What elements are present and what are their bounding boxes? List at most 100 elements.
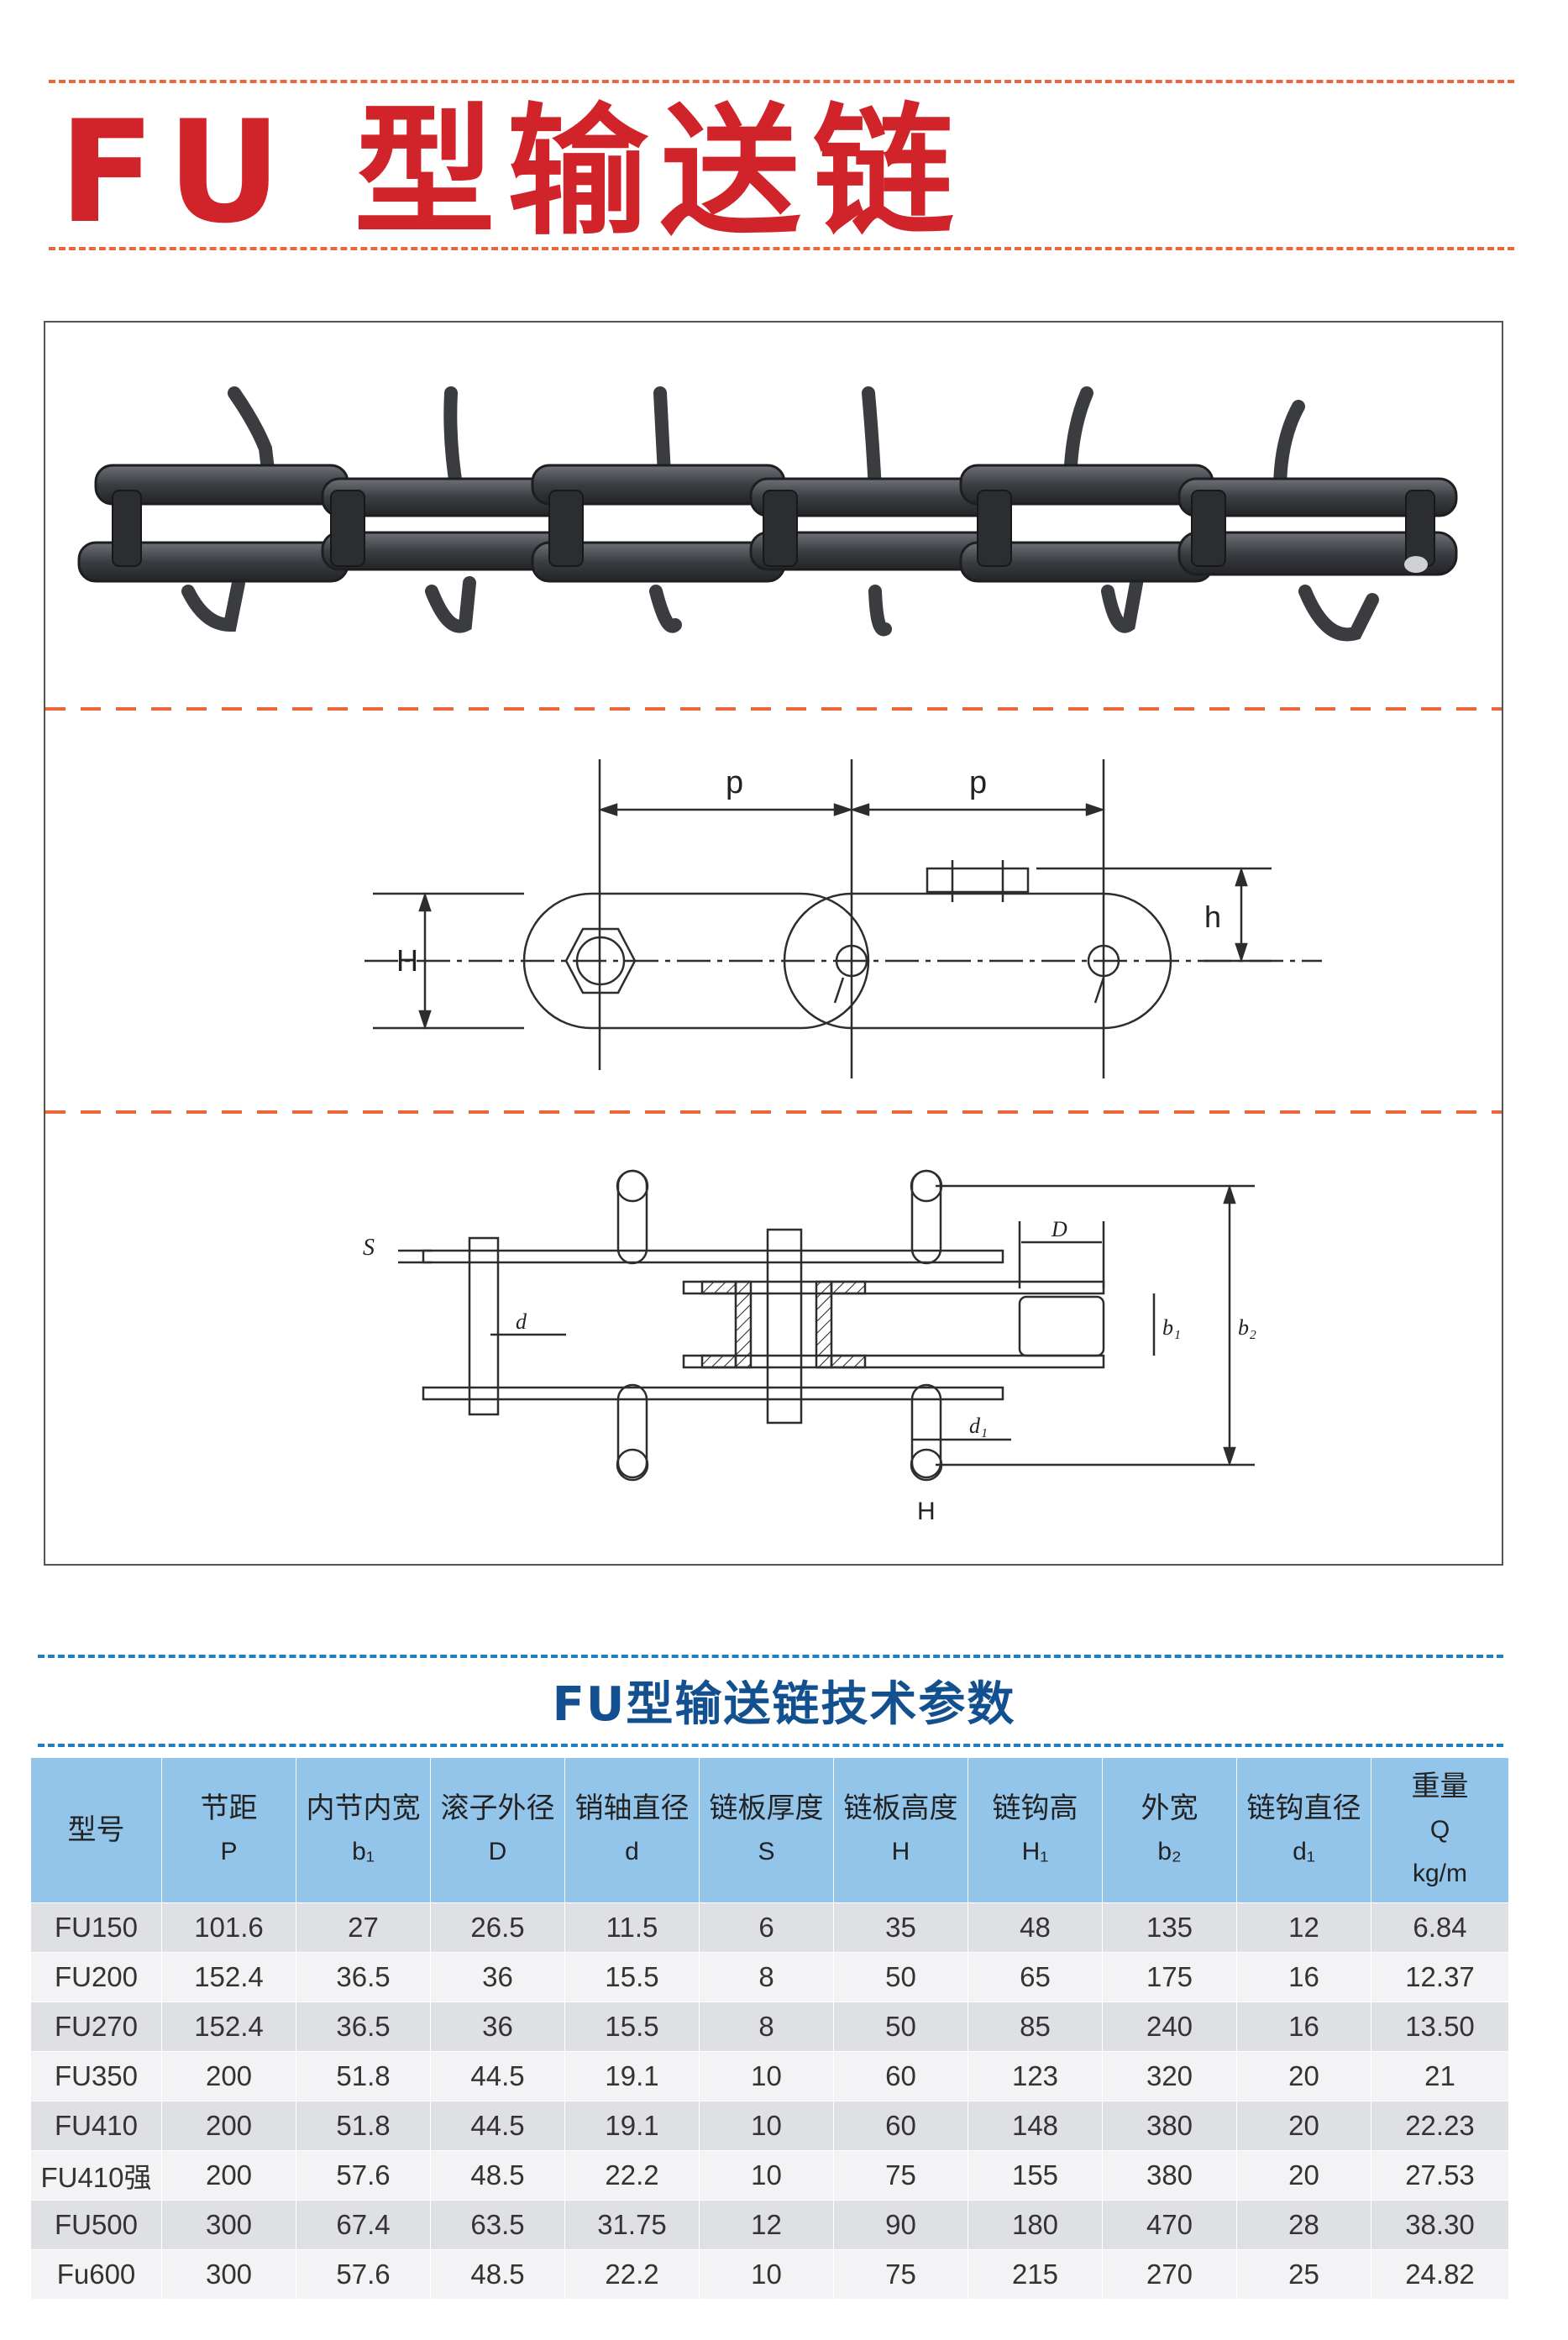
value-cell: 300 [161, 2200, 296, 2250]
label-outer-width-b2: b₂ [1238, 1315, 1256, 1340]
value-cell: 10 [699, 2051, 834, 2101]
value-cell: 16 [1236, 2002, 1371, 2052]
value-cell: 28 [1236, 2200, 1371, 2250]
label-hook-H1: H [917, 1498, 936, 1525]
value-cell: 152.4 [161, 1952, 296, 2002]
value-cell: 13.50 [1371, 2002, 1509, 2052]
value-cell: 60 [833, 2101, 968, 2151]
value-cell: 6.84 [1371, 1902, 1509, 1953]
value-cell: 16 [1236, 1952, 1371, 2002]
value-cell: 215 [968, 2249, 1103, 2300]
value-cell: 51.8 [296, 2051, 431, 2101]
value-cell: 8 [699, 1952, 834, 2002]
model-cell: FU150 [30, 1902, 162, 1953]
label-pitch-1: p [726, 765, 743, 800]
model-cell: FU500 [30, 2200, 162, 2250]
page-title: FU 型输送链 [59, 90, 966, 254]
value-cell: 19.1 [564, 2101, 700, 2151]
column-header: 链板高度 H [833, 1757, 968, 1903]
value-cell: 38.30 [1371, 2200, 1509, 2250]
value-cell: 75 [833, 2150, 968, 2201]
value-cell: 60 [833, 2051, 968, 2101]
value-cell: 6 [699, 1902, 834, 1953]
column-header-name: 链板高度 [843, 1792, 958, 1824]
value-cell: 15.5 [564, 2002, 700, 2052]
column-header-name: 内节内宽 [306, 1792, 421, 1824]
value-cell: 12.37 [1371, 1952, 1509, 2002]
model-cell: FU270 [30, 2002, 162, 2052]
value-cell: 25 [1236, 2249, 1371, 2300]
value-cell: 12 [1236, 1902, 1371, 1953]
value-cell: 21 [1371, 2051, 1509, 2101]
model-cell: FU410强 [30, 2150, 162, 2201]
value-cell: 12 [699, 2200, 834, 2250]
figure-canvas: p p H h [45, 386, 1502, 1525]
label-roller-D: D [1051, 1217, 1067, 1241]
value-cell: 50 [833, 2002, 968, 2052]
column-header-sym: H [891, 1838, 910, 1865]
column-header-sym: D [488, 1838, 507, 1865]
column-header-name: 型号 [67, 1814, 125, 1846]
section-top-divider [38, 1655, 1503, 1658]
value-cell: 470 [1102, 2200, 1237, 2250]
column-header-sym: b₂ [1157, 1838, 1182, 1865]
value-cell: 200 [161, 2101, 296, 2151]
value-cell: 300 [161, 2249, 296, 2300]
value-cell: 200 [161, 2150, 296, 2201]
column-header-sym: S [758, 1838, 775, 1865]
column-header-name: 链钩直径 [1246, 1792, 1361, 1824]
section-title: FU型输送链技术参数 [552, 1677, 1016, 1732]
value-cell: 11.5 [564, 1902, 700, 1953]
value-cell: 19.1 [564, 2051, 700, 2101]
column-header-sym: H₁ [1021, 1838, 1049, 1865]
model-cell: FU410 [30, 2101, 162, 2151]
column-header: 链钩直径 d₁ [1236, 1757, 1371, 1903]
chain-product-photo [77, 386, 1458, 642]
top-view-drawing [398, 1169, 1255, 1482]
label-thickness-S: S [363, 1235, 375, 1261]
value-cell: 22.2 [564, 2249, 700, 2300]
value-cell: 90 [833, 2200, 968, 2250]
title-top-divider [49, 80, 1514, 83]
value-cell: 101.6 [161, 1902, 296, 1953]
value-cell: 10 [699, 2101, 834, 2151]
value-cell: 22.23 [1371, 2101, 1509, 2151]
value-cell: 51.8 [296, 2101, 431, 2151]
value-cell: 22.2 [564, 2150, 700, 2201]
value-cell: 20 [1236, 2150, 1371, 2201]
value-cell: 36.5 [296, 1952, 431, 2002]
value-cell: 380 [1102, 2101, 1237, 2151]
label-inner-width-b1: b₁ [1162, 1315, 1181, 1340]
value-cell: 15.5 [564, 1952, 700, 2002]
value-cell: 8 [699, 2002, 834, 2052]
column-header-name: 节距 [200, 1792, 258, 1824]
value-cell: 24.82 [1371, 2249, 1509, 2300]
column-header-sym: b₁ [352, 1838, 375, 1865]
value-cell: 200 [161, 2051, 296, 2101]
value-cell: 44.5 [430, 2051, 565, 2101]
label-pin-d: d [516, 1309, 527, 1334]
value-cell: 380 [1102, 2150, 1237, 2201]
column-header-name: 链钩高 [992, 1792, 1078, 1824]
column-header-sym: d₁ [1293, 1838, 1315, 1865]
value-cell: 35 [833, 1902, 968, 1953]
value-cell: 85 [968, 2002, 1103, 2052]
column-header-name: 滚子外径 [440, 1792, 555, 1824]
value-cell: 57.6 [296, 2150, 431, 2201]
value-cell: 135 [1102, 1902, 1237, 1953]
value-cell: 57.6 [296, 2249, 431, 2300]
value-cell: 48 [968, 1902, 1103, 1953]
column-header: 型号 [30, 1757, 162, 1903]
section-bottom-divider [38, 1744, 1503, 1747]
value-cell: 148 [968, 2101, 1103, 2151]
